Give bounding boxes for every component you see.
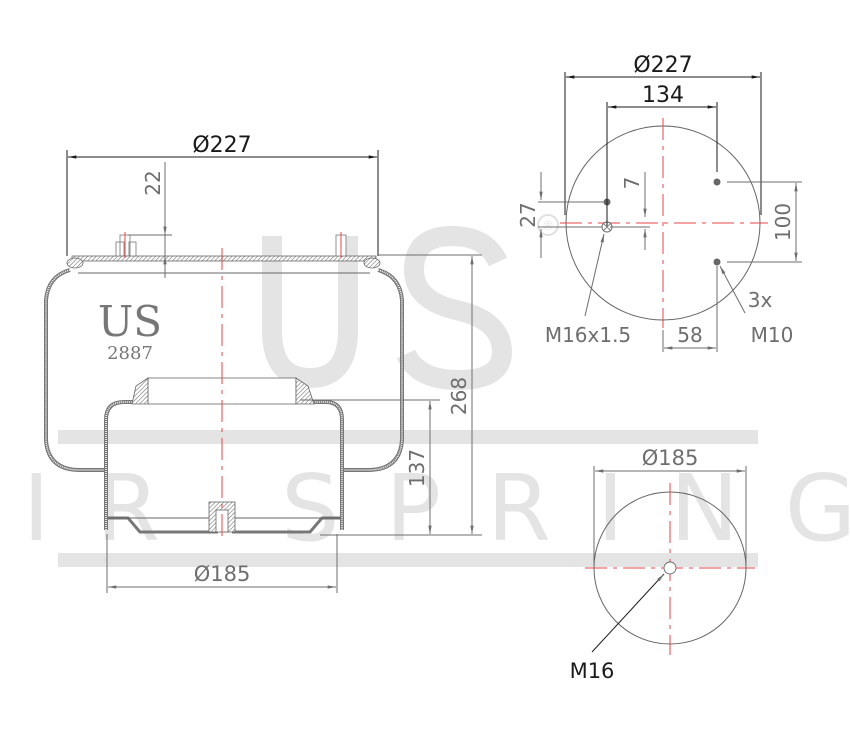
svg-text:268: 268 bbox=[447, 377, 471, 415]
dim-horizontal-offset: 58 bbox=[662, 266, 718, 352]
watermark: ® AIR SPRING bbox=[0, 214, 850, 567]
stud-left bbox=[115, 232, 137, 258]
stud-hole-bottom-right bbox=[713, 258, 721, 266]
bellows-logo: US bbox=[98, 297, 162, 346]
bottom-piston-view: Ø185 M16 bbox=[570, 446, 755, 683]
stud-right bbox=[335, 232, 347, 258]
dim-vertical-spacing: 100 bbox=[727, 181, 802, 263]
dim-stud-spacing: 134 bbox=[606, 83, 718, 226]
dim-piston-diameter: Ø185 bbox=[106, 534, 338, 593]
top-plate bbox=[71, 255, 377, 262]
mounting-hole bbox=[663, 561, 677, 575]
leader-bottom-thread: M16 bbox=[570, 573, 665, 683]
dim-stud-height: 22 bbox=[128, 162, 172, 278]
svg-text:M10: M10 bbox=[751, 323, 794, 347]
dim-top-diameter: Ø227 bbox=[66, 133, 379, 256]
svg-text:Ø185: Ø185 bbox=[194, 562, 251, 586]
svg-text:22: 22 bbox=[141, 170, 165, 195]
dim-offset-27: 27 bbox=[516, 172, 605, 258]
dim-piston-height: 137 bbox=[300, 399, 440, 535]
side-view: US 2887 Ø227 22 268 137 bbox=[44, 133, 482, 593]
svg-text:7: 7 bbox=[620, 177, 644, 190]
svg-text:134: 134 bbox=[642, 83, 684, 108]
watermark-banner-top-bar bbox=[58, 430, 758, 444]
dim-piston-bottom-diameter: Ø185 bbox=[593, 446, 747, 570]
svg-text:®: ® bbox=[542, 219, 554, 233]
watermark-banner-text: AIR SPRING bbox=[0, 455, 850, 562]
svg-text:137: 137 bbox=[405, 449, 429, 487]
stud-hole-top-right bbox=[713, 178, 721, 186]
svg-text:100: 100 bbox=[771, 203, 795, 241]
watermark-banner-bottom-bar bbox=[58, 553, 758, 567]
svg-text:3x: 3x bbox=[748, 288, 773, 312]
svg-text:M16: M16 bbox=[570, 659, 615, 683]
watermark-us-logo bbox=[262, 225, 513, 391]
dim-overall-height: 268 bbox=[320, 254, 482, 536]
leader-stud-thread: 3x M10 bbox=[719, 265, 794, 347]
svg-text:58: 58 bbox=[677, 323, 702, 347]
leader-air-inlet: M16x1.5 bbox=[545, 233, 631, 347]
svg-text:Ø227: Ø227 bbox=[633, 53, 692, 78]
bellows-part-number: 2887 bbox=[107, 343, 153, 364]
registered-mark: ® bbox=[537, 214, 559, 236]
svg-text:M16x1.5: M16x1.5 bbox=[545, 323, 631, 347]
svg-text:Ø185: Ø185 bbox=[642, 446, 699, 470]
svg-text:Ø227: Ø227 bbox=[192, 133, 251, 158]
top-plate-view: Ø227 134 7 27 100 bbox=[516, 53, 802, 352]
dim-offset-7: 7 bbox=[610, 172, 650, 250]
dim-top-plate-diameter: Ø227 bbox=[564, 53, 762, 215]
svg-text:27: 27 bbox=[516, 202, 540, 227]
